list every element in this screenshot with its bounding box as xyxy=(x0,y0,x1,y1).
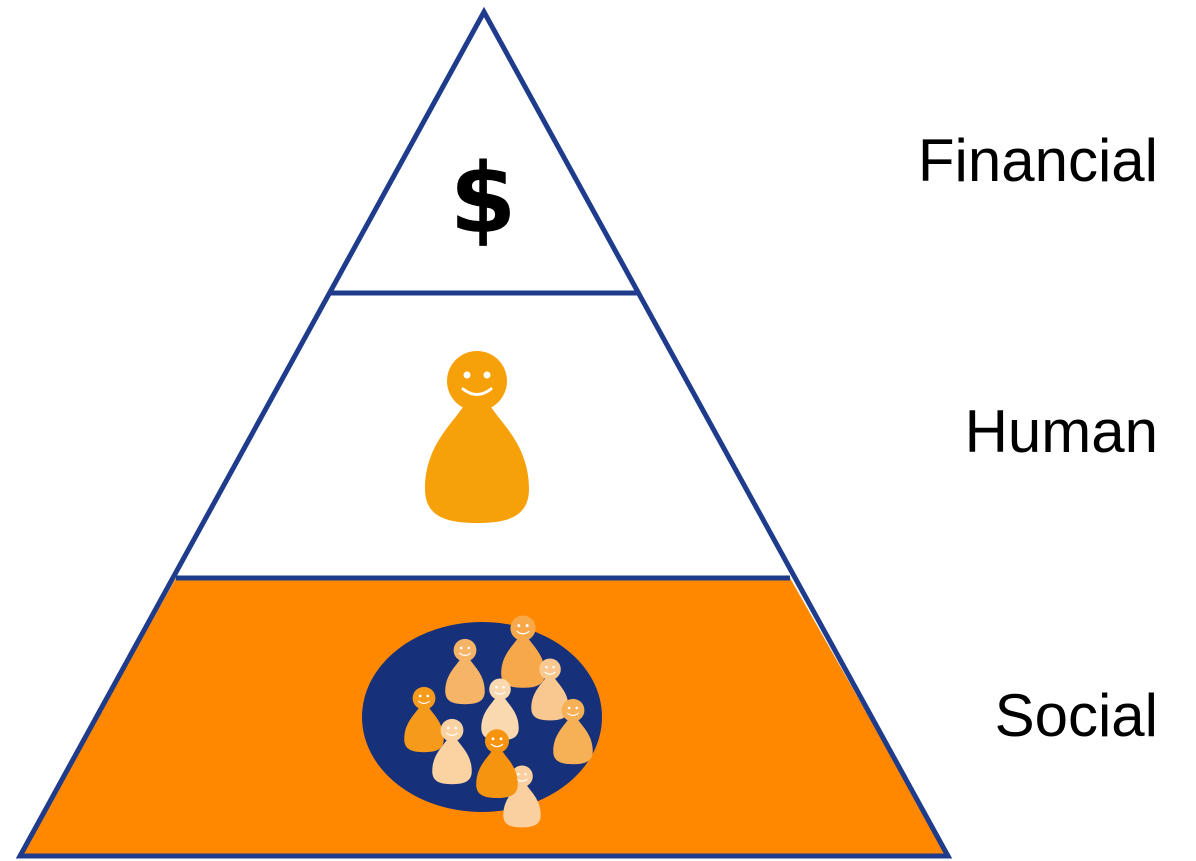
tier-label-human: Human xyxy=(965,398,1158,465)
pyramid-outline xyxy=(15,6,953,859)
tier-label-financial: Financial xyxy=(918,127,1158,194)
tier-label-social: Social xyxy=(995,682,1158,749)
group-icon xyxy=(362,615,602,828)
dollar-icon: $ xyxy=(450,143,517,255)
person-icon xyxy=(425,351,529,523)
